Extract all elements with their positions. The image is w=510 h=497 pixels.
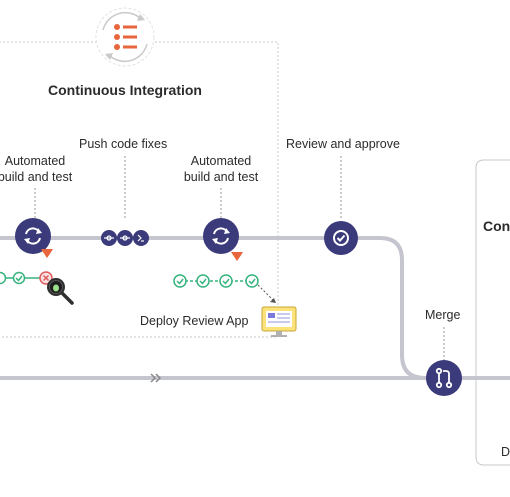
bug-magnifier-icon <box>47 278 74 305</box>
gitlab-fox-icon-left <box>41 249 53 258</box>
cd-panel-title: Con <box>483 218 510 234</box>
approve-node <box>324 221 358 255</box>
push-code-fixes-label: Push code fixes <box>79 137 168 151</box>
build-node-right <box>203 218 239 254</box>
automated-build-right-line2: build and test <box>183 170 259 184</box>
ci-panel-title: Continuous Integration <box>48 82 202 98</box>
cd-panel-border <box>475 159 510 466</box>
test-results-left <box>0 271 53 285</box>
deploy-review-app-label: Deploy Review App <box>140 314 249 328</box>
merge-request-icon <box>426 360 462 396</box>
cd-bottom-label: D <box>501 445 510 459</box>
ci-emblem-icon <box>95 7 155 67</box>
test-results-right <box>173 274 259 288</box>
automated-build-right-label: Automated build and test <box>160 153 282 185</box>
automated-build-left-line1: Automated <box>4 154 66 168</box>
automated-build-right-line1: Automated <box>190 154 252 168</box>
merge-label: Merge <box>425 308 461 322</box>
build-node-left <box>15 218 51 254</box>
commit-icon-group <box>101 230 149 246</box>
automated-build-left-line2: build and test <box>0 170 73 184</box>
gitlab-fox-icon-right <box>231 252 243 261</box>
monitor-icon <box>261 306 297 337</box>
automated-build-left-label: Automated build and test <box>0 153 96 185</box>
double-chevron-right-icon <box>150 373 162 383</box>
review-approve-label: Review and approve <box>286 137 400 151</box>
